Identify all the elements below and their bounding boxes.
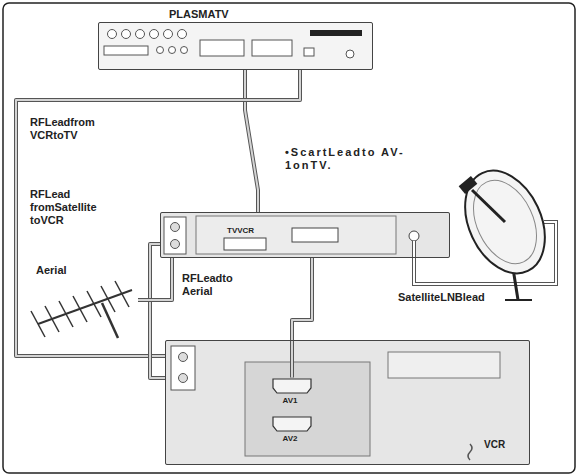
aerial-element [115,281,129,307]
lnb-socket [409,231,419,241]
aerial-element [73,296,87,322]
aerial-element [59,301,73,327]
cable-core [292,258,312,378]
lead-cable [292,258,312,378]
scart-socket: AV2 [272,416,312,432]
aerial-element [45,306,59,332]
scart-shape [273,379,311,393]
lead-label: RFLeadto Aerial [180,272,235,298]
satellite-dish [450,158,561,286]
receiver-body [160,212,450,258]
rf-socket [171,223,180,232]
tv-button [181,47,188,54]
tv-button [178,30,187,39]
lead-label: RFLeadfrom VCRtoTV [28,116,97,142]
cable-outline [138,258,172,300]
cable-core [16,70,300,356]
aerial-element [87,291,101,317]
rf-panel [171,346,195,390]
aerial: Aerial [28,262,138,340]
cable-outline [16,70,300,356]
vcr-panel [245,362,370,456]
tv-box: PLASMATV [98,22,373,70]
aerial-element [31,311,45,337]
scart-shape [273,417,311,431]
tv-button [122,30,131,39]
receiver-panel [196,216,396,254]
lead-cable [245,70,258,212]
rf-socket [179,374,188,383]
cable-outline [292,258,312,378]
tv-button [164,30,173,39]
tv-button [136,30,145,39]
cable-core [245,70,258,212]
cable-outline [150,244,165,378]
receiver-box: TVVCR [160,212,450,258]
aerial-mast [102,303,118,338]
rf-socket [346,50,354,58]
cable-outline [245,70,258,212]
node-label: PLASMATV [169,8,229,21]
frame [3,3,575,473]
lead-cable [150,244,165,378]
lead-cable [138,258,172,300]
lnb-arm [472,190,505,222]
scart-socket [292,228,338,242]
vcr-display [388,352,500,378]
aerial-picture [31,281,132,338]
scart-socket: AV1 [272,378,312,394]
lead-label: RFLead fromSatellite toVCR [28,188,99,228]
vcr-cable [468,444,472,460]
node-label: AV2 [283,434,298,443]
tv-socket [304,48,314,56]
scart-outline [272,378,312,394]
node-label: AV1 [283,396,298,405]
vcr-box: VCR AV1AV2 [165,340,530,465]
tv-button [108,30,117,39]
tv-slot [310,30,362,36]
tv-button [169,47,176,54]
part-label: SatelliteLNBlead [396,291,487,304]
scart-socket [200,40,244,56]
rf-socket [171,240,180,249]
lead-cable [16,70,300,356]
vcr-body [165,340,530,465]
node-label: VCR [484,439,505,451]
scart-socket [252,40,292,56]
cable-core [138,258,172,300]
tv-socket [104,46,148,55]
scart-socket [224,238,266,250]
cable-core [150,244,165,378]
tv-button [150,30,159,39]
node-label: TVVCR [227,226,254,235]
dish-base [505,299,532,301]
lnb [459,176,478,194]
tv-body [98,22,373,70]
scart-outline [272,416,312,432]
tv-button [157,47,164,54]
rf-panel [164,217,186,254]
lead-label: •ScartLeadto AV-1onTV. [283,146,407,172]
node-label: Aerial [36,264,67,277]
rf-socket [179,353,188,362]
